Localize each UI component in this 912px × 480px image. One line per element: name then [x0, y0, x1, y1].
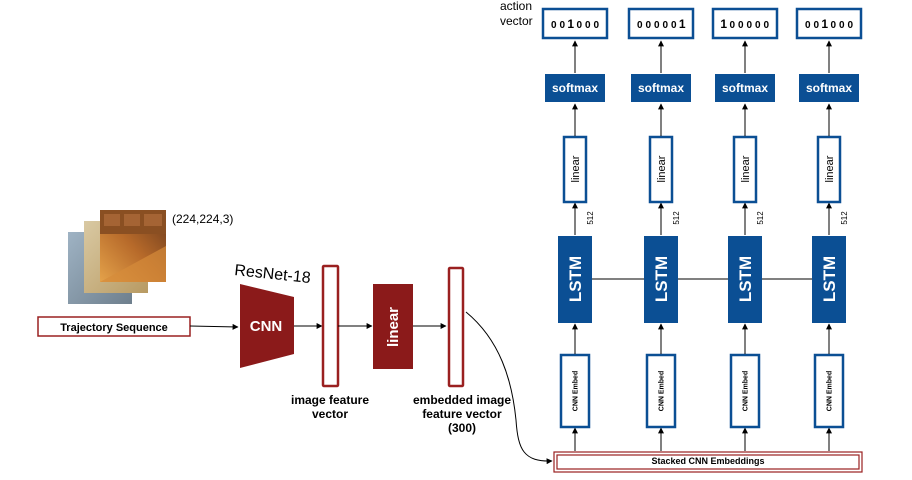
action-digit-2-1: 0: [637, 20, 643, 31]
action-digit-4-2: 0: [813, 20, 819, 31]
embedded-label-line3: (300): [448, 421, 476, 435]
image-shape-label: (224,224,3): [172, 212, 233, 226]
embedded-label-line2: feature vector: [422, 407, 502, 421]
input-image-stack: [68, 210, 166, 304]
cnn-trapezoid: [240, 284, 294, 368]
action-digit-3-3: 0: [738, 20, 744, 31]
image-feature-label-line2: vector: [312, 407, 348, 421]
lstm-label-2: LSTM: [652, 256, 671, 302]
action-digit-2-4: 0: [662, 20, 668, 31]
image-feature-label-line1: image feature: [291, 393, 369, 407]
lstm-block-3: [728, 236, 762, 323]
arrow-embedded-to-stacked: [465, 311, 553, 465]
action-digit-3-1: 1: [720, 17, 727, 31]
resnet-label: ResNet-18: [234, 262, 312, 287]
linear-label-2: linear: [656, 155, 668, 182]
cnn-label: CNN: [250, 318, 283, 335]
cnn-embed-label-1: CNN Embed: [573, 371, 580, 411]
softmax-label-2: softmax: [638, 81, 684, 95]
action-vector-label-line2: vector: [500, 14, 533, 28]
softmax-box-3: [715, 74, 775, 102]
action-vector-box-4: [795, 7, 863, 40]
linear-label-1: linear: [570, 155, 582, 182]
softmax-box-4: [799, 74, 859, 102]
action-digit-4-3: 1: [821, 17, 828, 31]
action-digit-1-5: 0: [585, 20, 591, 31]
linear-box-2: [648, 135, 674, 204]
encoder-linear-block: [373, 284, 413, 369]
encoder-linear-label: linear: [385, 307, 402, 347]
action-digit-2-6: 1: [679, 17, 686, 31]
action-digit-3-4: 0: [746, 20, 752, 31]
softmax-label-1: softmax: [552, 81, 598, 95]
action-digit-1-1: 0: [551, 20, 557, 31]
cnn-embed-label-2: CNN Embed: [659, 371, 666, 411]
softmax-label-3: softmax: [722, 81, 768, 95]
action-digit-4-6: 0: [847, 20, 853, 31]
action-digit-3-5: 0: [755, 20, 761, 31]
stacked-embeddings-label: Stacked CNN Embeddings: [651, 456, 764, 466]
embedded-feature-vector: [447, 266, 465, 388]
action-digit-1-2: 0: [559, 20, 565, 31]
hidden-size-label-1: 512: [586, 211, 595, 225]
lstm-label-3: LSTM: [736, 256, 755, 302]
trajectory-sequence-label: Trajectory Sequence: [60, 322, 168, 334]
stacked-embeddings-box-inner: [556, 454, 860, 470]
image-feature-vector: [321, 264, 340, 388]
action-digit-4-1: 0: [805, 20, 811, 31]
action-digit-3-2: 0: [729, 20, 735, 31]
cnn-embed-box-3: [729, 353, 761, 429]
hidden-size-label-3: 512: [756, 211, 765, 225]
cnn-embed-label-3: CNN Embed: [743, 371, 750, 411]
lstm-label-4: LSTM: [820, 256, 839, 302]
cnn-embed-label-4: CNN Embed: [827, 371, 834, 411]
action-digit-3-6: 0: [763, 20, 769, 31]
action-digit-1-3: 1: [567, 17, 574, 31]
action-digit-1-4: 0: [576, 20, 582, 31]
action-digit-1-6: 0: [593, 20, 599, 31]
hidden-size-label-2: 512: [672, 211, 681, 225]
linear-label-4: linear: [824, 155, 836, 182]
lstm-label-1: LSTM: [566, 256, 585, 302]
cnn-embed-box-1: [559, 353, 591, 429]
action-vector-label-line1: action: [500, 0, 532, 13]
softmax-label-4: softmax: [806, 81, 852, 95]
linear-box-1: [562, 135, 588, 204]
action-vector-box-2: [627, 7, 695, 40]
lstm-block-2: [644, 236, 678, 323]
action-digit-2-2: 0: [645, 20, 651, 31]
linear-label-3: linear: [740, 155, 752, 182]
hidden-size-label-4: 512: [840, 211, 849, 225]
lstm-block-1: [558, 236, 592, 323]
softmax-box-2: [631, 74, 691, 102]
input-frame-1: [100, 210, 166, 282]
softmax-box-1: [545, 74, 605, 102]
linear-box-4: [816, 135, 842, 204]
cnn-embed-box-4: [813, 353, 845, 429]
action-digit-2-3: 0: [654, 20, 660, 31]
action-digit-4-4: 0: [830, 20, 836, 31]
action-vector-box-1: [541, 7, 609, 40]
cnn-embed-box-2: [645, 353, 677, 429]
action-digit-4-5: 0: [839, 20, 845, 31]
stacked-embeddings-box-outer: [553, 451, 863, 473]
linear-box-3: [732, 135, 758, 204]
lstm-block-4: [812, 236, 846, 323]
action-digit-2-5: 0: [671, 20, 677, 31]
arrow-trajectory-to-cnn: [189, 323, 239, 330]
embedded-label-line1: embedded image: [413, 393, 511, 407]
action-vector-box-3: [711, 7, 779, 40]
